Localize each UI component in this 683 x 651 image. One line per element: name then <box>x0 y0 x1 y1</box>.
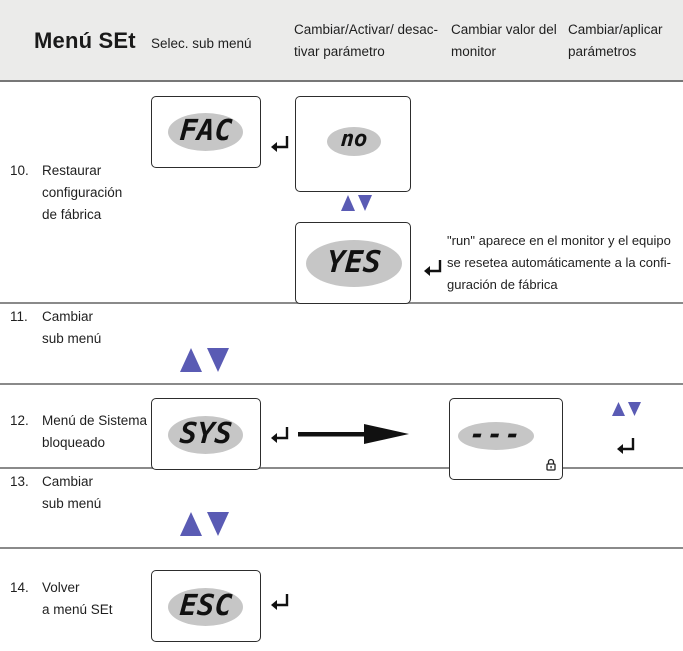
step-10-label: 10. Restaurar configuración de fábrica <box>10 163 123 222</box>
row-divider <box>0 383 683 385</box>
lcd-display-fac: FAC <box>151 96 261 168</box>
row-divider <box>0 467 683 469</box>
step-14-label: 14. Volver a menú SEt <box>10 580 113 617</box>
lcd-display-sys: SYS <box>151 398 261 470</box>
lcd-display-esc: ESC <box>151 570 261 642</box>
step-11-label: 11. Cambiar sub menú <box>10 309 102 346</box>
reset-note: "run" aparece en el monitor y el equipo … <box>447 233 672 292</box>
col-select-submenu: Selec. sub menú <box>151 36 252 51</box>
step-12-label: 12. Menú de Sistema bloqueado <box>10 413 148 450</box>
enter-icon <box>424 260 442 276</box>
lcd-display-yes: YES <box>295 222 411 304</box>
up-down-arrows-icon <box>180 512 229 536</box>
lock-icon <box>546 458 556 471</box>
up-down-arrows-icon <box>341 195 372 211</box>
enter-icon <box>271 594 289 610</box>
right-arrow-icon <box>298 424 409 444</box>
menu-title: Menú SEt <box>34 28 136 53</box>
up-down-arrows-icon <box>612 402 641 416</box>
lcd-display-no: no <box>295 96 411 192</box>
enter-icon <box>271 427 289 443</box>
enter-icon <box>617 438 635 454</box>
table-header <box>0 0 683 82</box>
lcd-display-dashes: --- <box>449 398 563 480</box>
up-down-arrows-icon <box>180 348 229 372</box>
row-divider <box>0 547 683 549</box>
enter-icon <box>271 136 289 152</box>
col-change-activate: Cambiar/Activar/ desac-tivar parámetro <box>294 22 439 59</box>
step-13-label: 13. Cambiar sub menú <box>10 474 102 511</box>
